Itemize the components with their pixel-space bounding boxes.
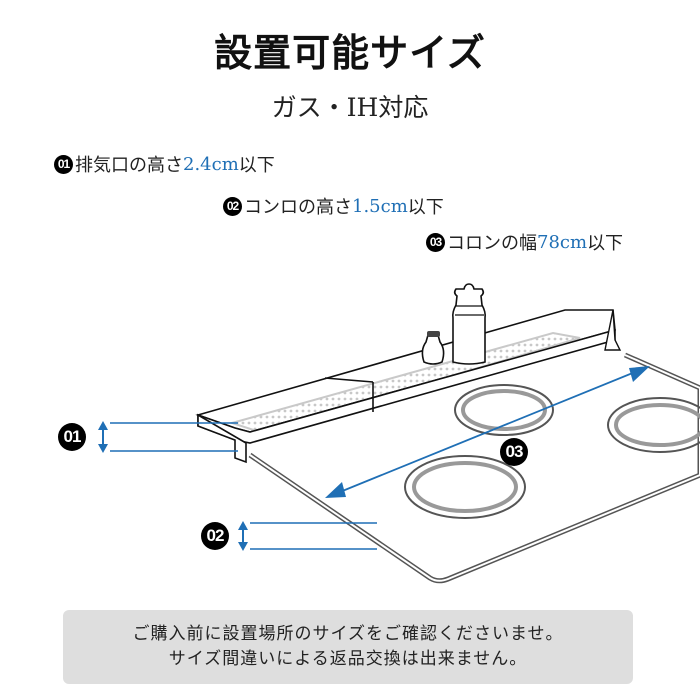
spec-exhaust-height: 01 排気口の高さ 2.4cm 以下 (54, 151, 275, 177)
spec-stove-width: 03 コロンの幅 78cm 以下 (426, 229, 623, 255)
spec-suffix: 以下 (238, 155, 275, 176)
number-badge-02: 02 (223, 196, 242, 216)
dimension-02 (238, 521, 377, 551)
spec-stove-height: 02 コンロの高さ 1.5cm 以下 (223, 193, 444, 219)
spec-label: コロンの幅 (447, 233, 537, 254)
diagram-badge-02: 02 (201, 522, 229, 550)
pepper-mill (452, 283, 486, 365)
cooktop (248, 352, 700, 584)
notice-line-1: ご購入前に設置場所のサイズをご確認くださいませ。 (132, 624, 564, 644)
spec-label: コンロの高さ (244, 197, 352, 218)
exhaust-rack (195, 309, 622, 464)
purchase-notice: ご購入前に設置場所のサイズをご確認くださいませ。 サイズ間違いによる返品交換は出… (63, 610, 633, 684)
page-title: 設置可能サイズ (214, 30, 486, 75)
number-badge-03: 03 (426, 232, 445, 252)
salt-shaker (421, 331, 445, 365)
dimension-01 (98, 421, 238, 453)
diagram-badge-03: 03 (500, 438, 528, 466)
page-subtitle: ガス・IH対応 (271, 93, 429, 122)
burner-right (607, 397, 700, 453)
spec-value: 1.5cm (352, 195, 408, 217)
burner-back (454, 384, 554, 436)
spec-suffix: 以下 (587, 233, 624, 254)
notice-line-2: サイズ間違いによる返品交換は出来ません。 (168, 649, 528, 669)
spec-label: 排気口の高さ (75, 155, 183, 176)
dimension-03 (325, 366, 650, 498)
spec-value: 2.4cm (183, 153, 239, 175)
number-badge-01: 01 (54, 154, 73, 174)
spec-value: 78cm (537, 231, 588, 253)
burner-front (404, 455, 526, 519)
diagram-badge-01: 01 (58, 423, 86, 451)
spec-suffix: 以下 (407, 197, 444, 218)
